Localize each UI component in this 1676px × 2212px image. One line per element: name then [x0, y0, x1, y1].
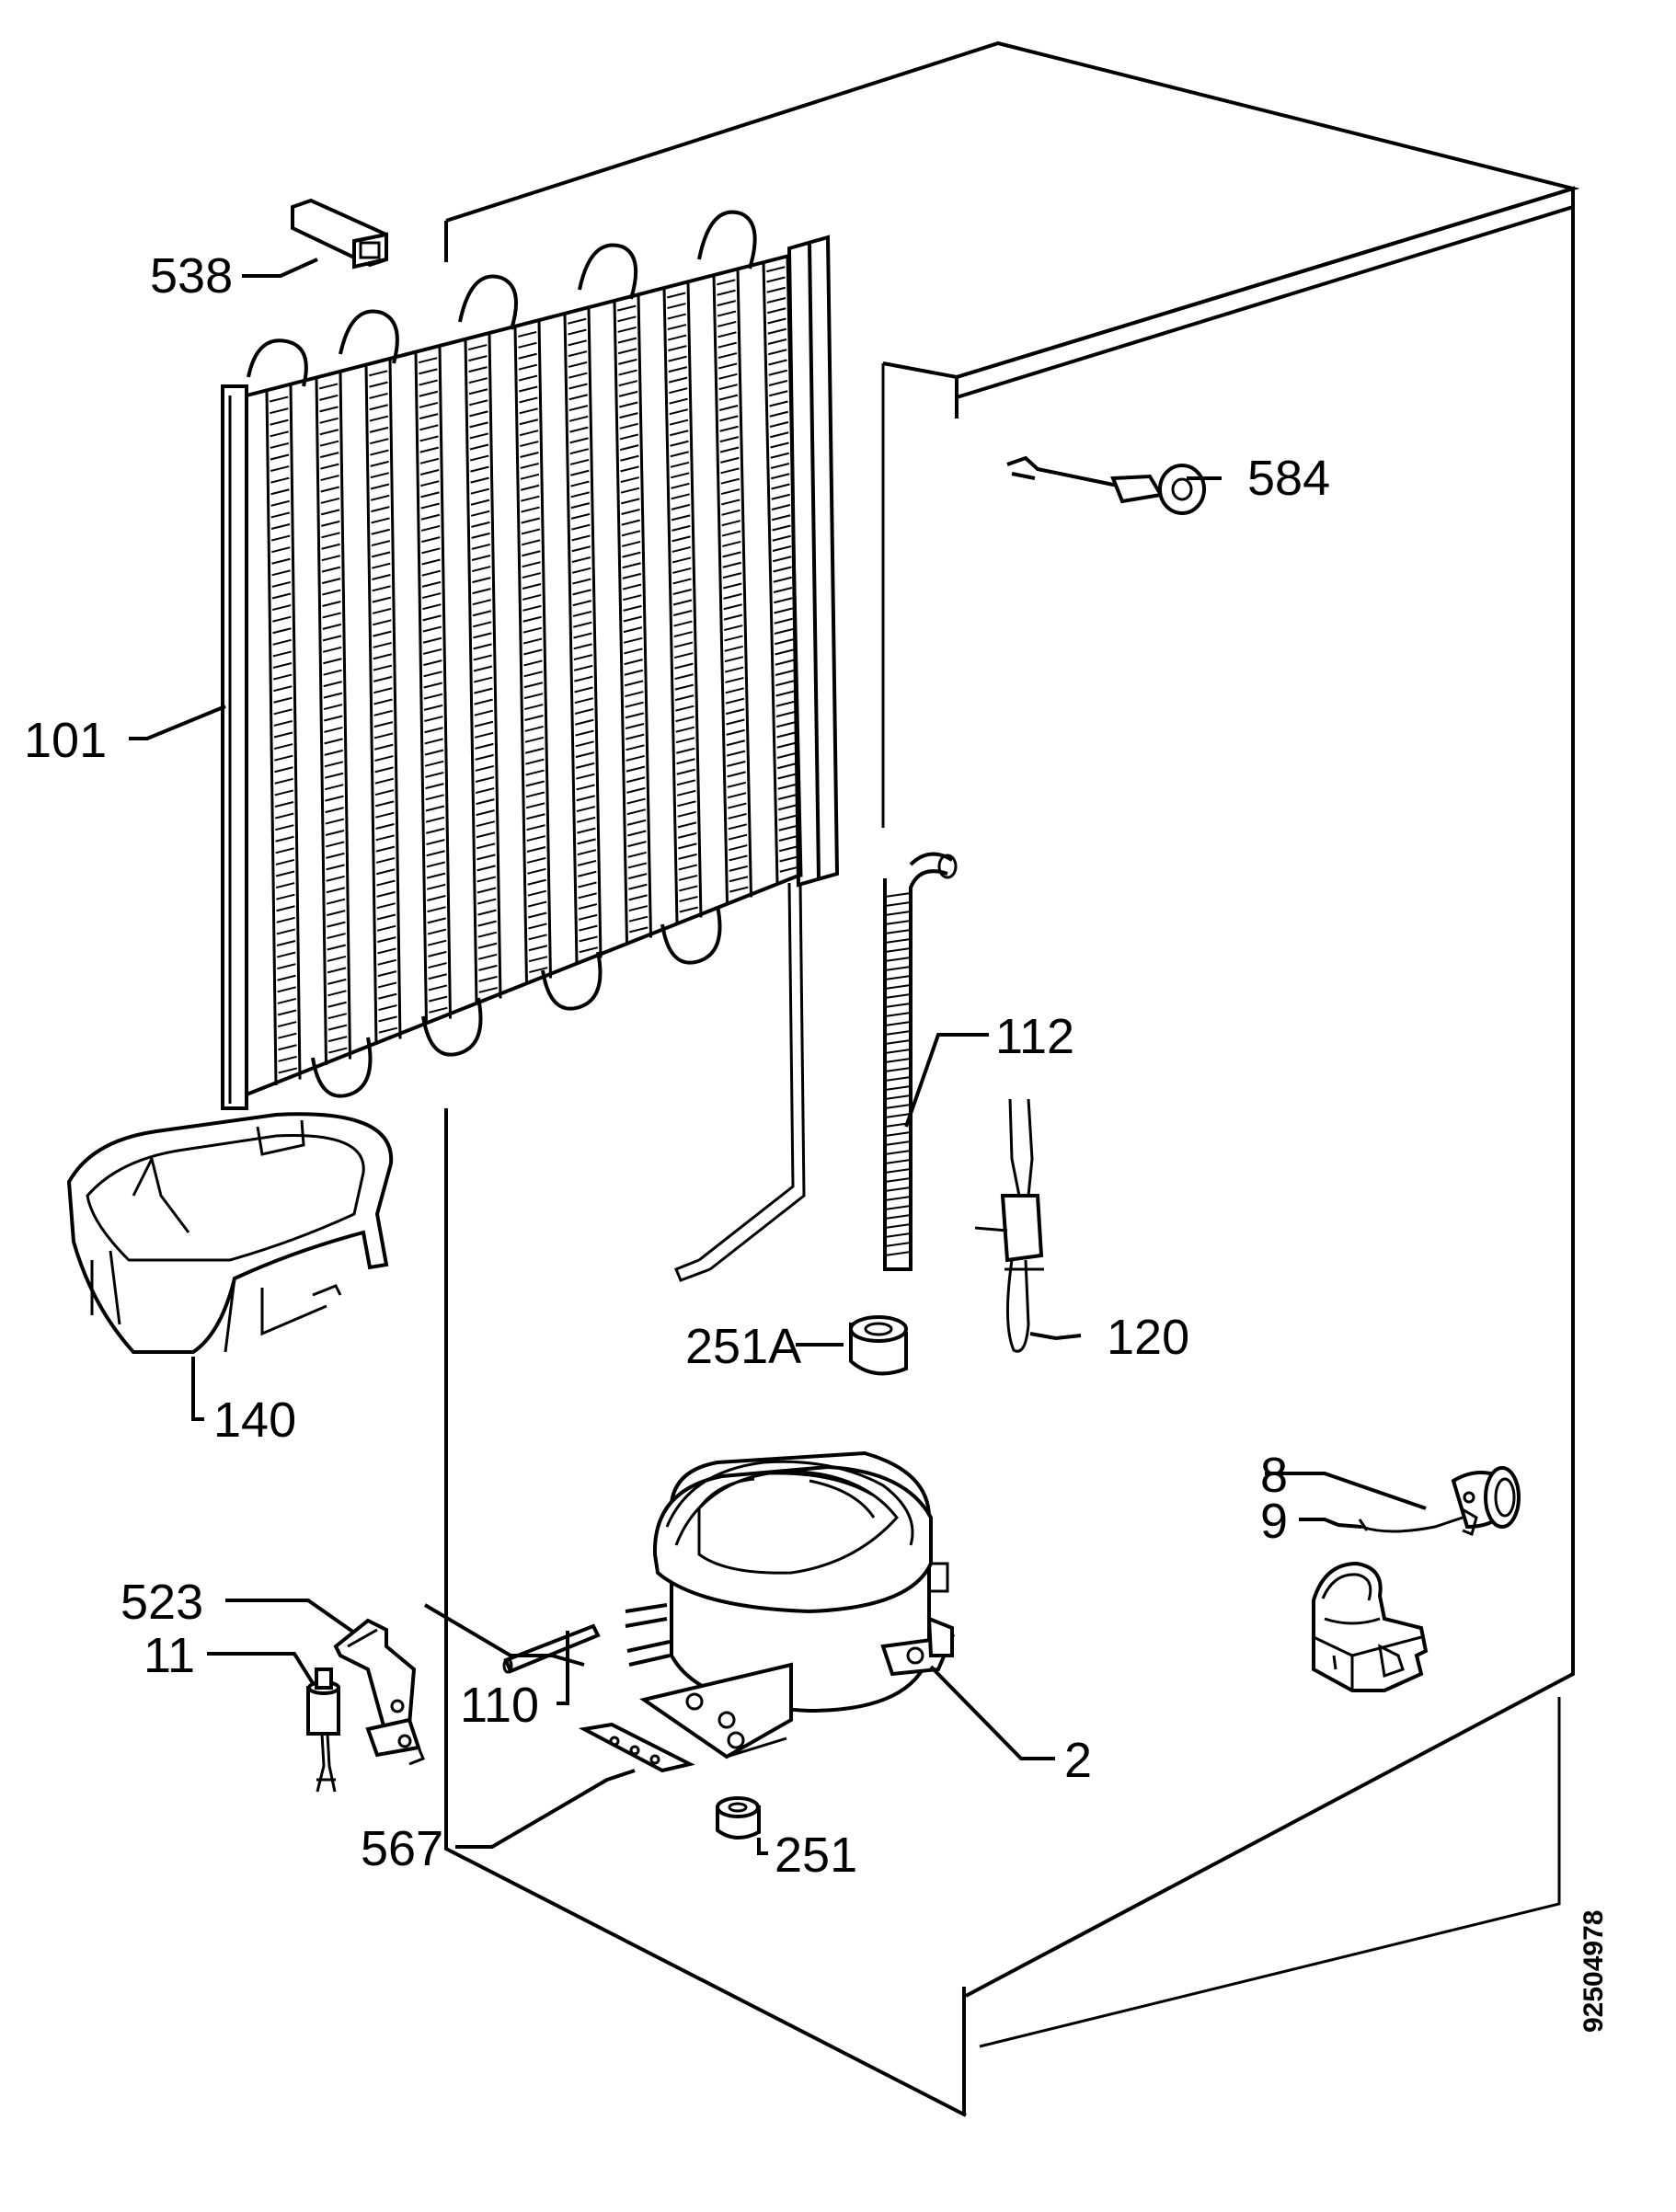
label-251a: 251A	[685, 1319, 801, 1374]
lamp-housing-9	[1312, 1561, 1429, 1692]
overload-relay-11	[306, 1668, 340, 1793]
label-251: 251	[775, 1828, 857, 1883]
pipe-110	[502, 1623, 601, 1674]
condenser-101	[221, 210, 840, 1282]
drip-tray-140	[66, 1112, 394, 1354]
label-2: 2	[1064, 1733, 1092, 1788]
lamp-holder-8	[1358, 1466, 1521, 1537]
drawing-number: 92504978	[1578, 1910, 1609, 2033]
thermostat-sensor-120	[974, 1098, 1044, 1353]
plug-251a	[849, 1315, 908, 1376]
label-110: 110	[460, 1678, 539, 1733]
label-8: 8	[1260, 1448, 1288, 1503]
label-538: 538	[150, 248, 233, 304]
mounting-plate-567	[578, 1722, 695, 1773]
label-112: 112	[995, 1009, 1074, 1064]
label-567: 567	[361, 1821, 443, 1876]
condenser-clip-538	[291, 198, 388, 269]
grommet-251	[716, 1796, 761, 1840]
leader-lines	[129, 258, 1427, 1855]
label-523: 523	[121, 1575, 203, 1630]
label-11: 11	[143, 1628, 195, 1683]
label-120: 120	[1107, 1310, 1189, 1365]
compressor-2	[625, 1450, 956, 1759]
label-584: 584	[1247, 451, 1330, 506]
drain-tube-112	[883, 852, 958, 1271]
relay-bracket-523	[333, 1618, 425, 1766]
cabinet-screw-584	[1006, 455, 1206, 515]
label-9: 9	[1260, 1494, 1288, 1549]
label-101: 101	[24, 713, 107, 768]
label-140: 140	[213, 1393, 296, 1448]
refrigerator-cabinet	[444, 40, 1580, 2117]
